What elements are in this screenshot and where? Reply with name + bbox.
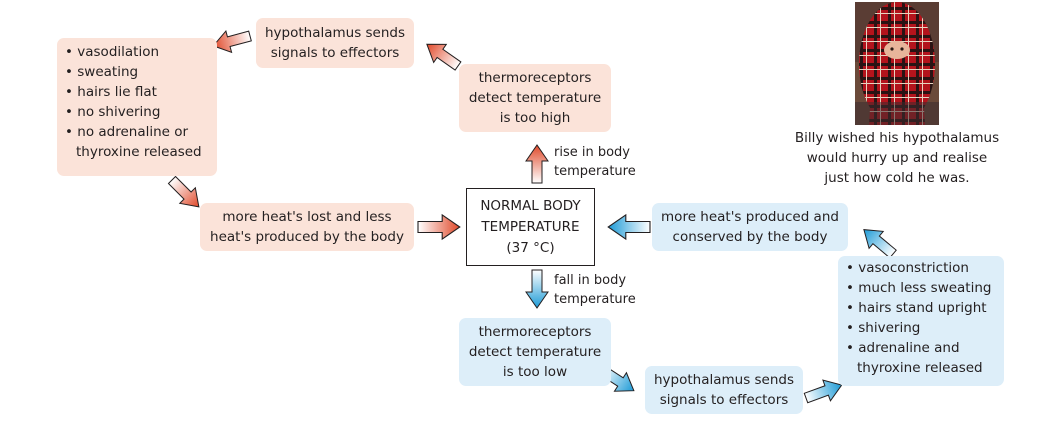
center-line-2: TEMPERATURE [481, 219, 580, 235]
warm-effect-item: vasodilation [65, 42, 209, 62]
caption-line-3: just how cold he was. [824, 170, 970, 186]
warm-effects-list: vasodilation sweating hairs lie flat no … [57, 38, 217, 176]
arrow-result-to-center-cool [607, 214, 651, 240]
warm-effect-item: sweating [65, 62, 209, 82]
cool-result-box: more heat's produced and conserved by th… [652, 203, 848, 251]
child-in-scarf-photo [855, 2, 939, 125]
warm-effect-item: no shivering [65, 102, 209, 122]
arrow-result-to-center [417, 214, 461, 240]
warm-result-line-2: heat's produced by the body [210, 229, 404, 245]
warm-result-line-1: more heat's lost and less [222, 209, 392, 225]
cool-effect-item: shivering [846, 318, 996, 338]
rise-label-line-1: rise in body [554, 145, 630, 160]
cool-signals-line-2: signals to effectors [659, 392, 789, 408]
cool-detect-box: thermoreceptors detect temperature is to… [459, 318, 611, 386]
warm-signals-box: hypothalamus sends signals to effectors [256, 18, 414, 68]
cool-effects-list: vasoconstriction much less sweating hair… [838, 256, 1004, 386]
cool-signals-box: hypothalamus sends signals to effectors [645, 366, 803, 414]
caption-line-2: would hurry up and realise [806, 150, 988, 166]
rise-label: rise in body temperature [554, 143, 636, 181]
warm-detect-box: thermoreceptors detect temperature is to… [459, 64, 611, 132]
cool-result-line-2: conserved by the body [672, 229, 828, 245]
cool-result-line-1: more heat's produced and [661, 209, 839, 225]
center-line-3: (37 °C) [506, 240, 555, 256]
warm-detect-line-1: thermoreceptors [478, 70, 592, 86]
warm-signals-line-1: hypothalamus sends [264, 25, 406, 41]
cool-detect-line-3: is too low [502, 364, 568, 380]
warm-detect-line-2: detect temperature [468, 90, 602, 106]
cool-effect-item: vasoconstriction [846, 258, 996, 278]
normal-body-temperature-box: NORMAL BODY TEMPERATURE (37 °C) [466, 188, 595, 266]
cool-signals-line-1: hypothalamus sends [653, 372, 795, 388]
cool-effect-item: hairs stand upright [846, 298, 996, 318]
arrow-up-rise [525, 144, 549, 184]
warm-signals-line-2: signals to effectors [270, 45, 400, 61]
warm-effect-item: hairs lie flat [65, 82, 209, 102]
cool-detect-line-2: detect temperature [468, 344, 602, 360]
center-line-1: NORMAL BODY [480, 198, 581, 214]
fall-label-line-1: fall in body [554, 273, 627, 288]
caption-line-1: Billy wished his hypothalamus [794, 130, 1000, 146]
warm-result-box: more heat's lost and less heat's produce… [200, 203, 414, 251]
cool-detect-line-1: thermoreceptors [478, 324, 592, 340]
cool-effect-item: much less sweating [846, 278, 996, 298]
warm-effect-item: no adrenaline or thyroxine released [65, 122, 209, 162]
rise-label-line-2: temperature [554, 164, 636, 179]
fall-label: fall in body temperature [554, 271, 636, 309]
arrow-down-fall [525, 269, 549, 309]
arrow-detect-to-signals [420, 34, 465, 76]
warm-detect-line-3: is too high [499, 110, 571, 126]
fall-label-line-2: temperature [554, 292, 636, 307]
photo-caption: Billy wished his hypothalamus would hurr… [775, 128, 1019, 188]
child-illustration [855, 2, 939, 125]
cool-effect-item: adrenaline and thyroxine released [846, 338, 996, 378]
